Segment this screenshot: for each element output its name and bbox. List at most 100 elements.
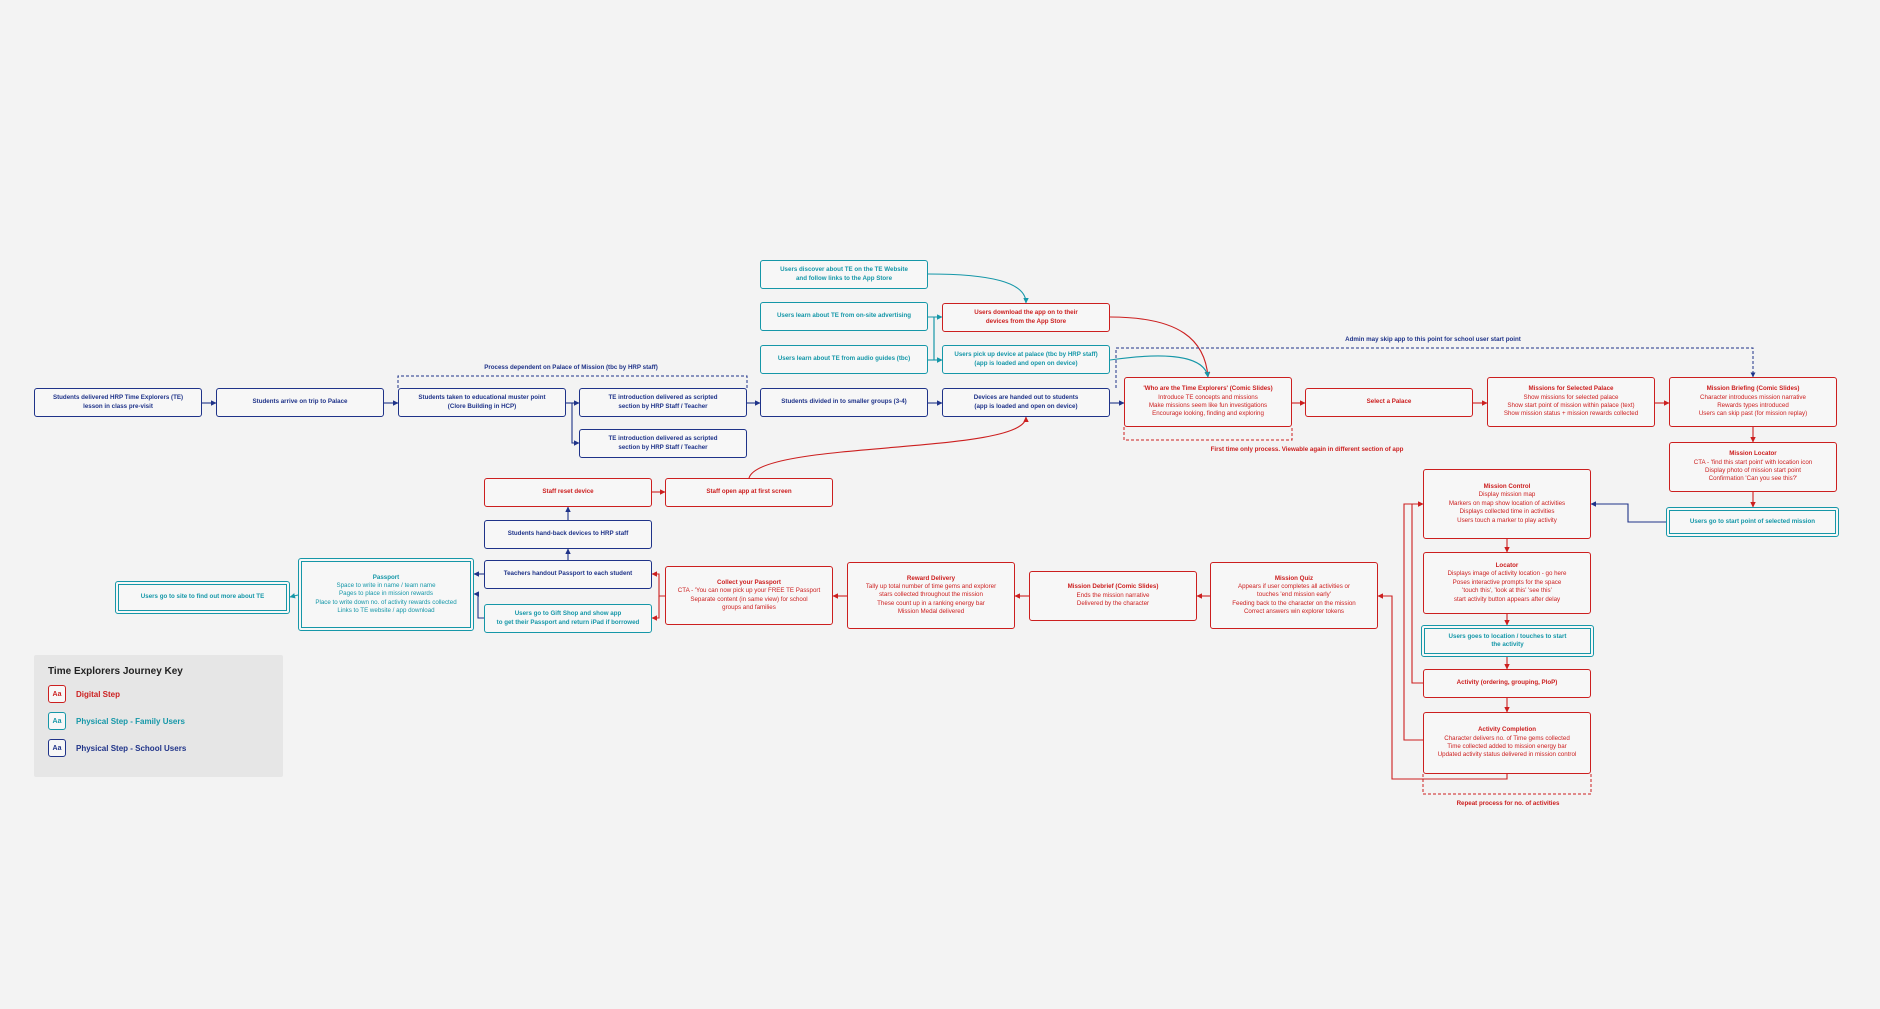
step-n2: Students arrive on trip to Palace (216, 388, 384, 417)
step-line: Space to write in name / team name (336, 581, 436, 589)
key-item-family: Aa Physical Step - Family Users (48, 712, 185, 730)
step-line: Rewards types introduced (1717, 402, 1789, 409)
step-line: Separate content (in same view) for scho… (690, 595, 808, 603)
step-title: Mission Quiz (1274, 574, 1314, 582)
step-line: Pages to place in mission rewards (339, 590, 433, 598)
step-line: Correct answers win explorer tokens (1243, 608, 1345, 616)
step-line: start activity button appears after dela… (1453, 595, 1561, 603)
key-item-school: Aa Physical Step - School Users (48, 739, 186, 757)
step-line: Users learn about TE from on-site advert… (776, 312, 912, 320)
step-line: Show missions for selected palace (1523, 393, 1619, 401)
step-f4: Users pick up device at palace (tbc by H… (942, 345, 1110, 374)
step-line: Feeding back to the character on the mis… (1232, 599, 1356, 607)
key-swatch-digital: Aa (48, 685, 66, 703)
step-line: (Clore Building in HCP) (447, 402, 517, 410)
step-f5: Users go to start point of selected miss… (1666, 507, 1839, 537)
step-title: Activity Completion (1477, 726, 1537, 734)
step-title: Mission Locator (1729, 450, 1777, 458)
step-line: Staff open app at first screen (706, 488, 792, 496)
step-line: Students arrive on trip to Palace (252, 398, 348, 406)
key-swatch-school: Aa (48, 739, 66, 757)
step-line: Students taken to educational muster poi… (418, 394, 546, 402)
step-line: Character delivers no. of Time gems coll… (1444, 734, 1570, 742)
step-line: Delivered by the character (1076, 600, 1150, 608)
step-line: Students divided in to smaller groups (3… (781, 398, 907, 406)
step-line: (app is loaded and open on device) (974, 359, 1078, 367)
step-line: Show mission status + mission rewards co… (1503, 410, 1639, 418)
step-line: Devices are handed out to students (973, 394, 1079, 402)
step-f3: Users learn about TE from audio guides (… (760, 345, 928, 374)
step-line: Ends the mission narrative (1076, 591, 1150, 599)
step-line: Users discover about TE on the TE Websit… (780, 266, 908, 274)
step-d15: Staff reset device (484, 478, 652, 507)
step-line: Display mission map (1478, 491, 1536, 499)
step-line: Encourage looking, finding and exploring (1152, 410, 1264, 418)
annotation-a4: Repeat process for no. of activities (1456, 800, 1560, 807)
connector-36 (748, 416, 1029, 479)
step-d9: Activity (ordering, grouping, PloP) (1423, 669, 1591, 698)
step-line: Tally up total number of time gems and e… (865, 582, 997, 590)
bracket-2 (1123, 427, 1293, 441)
step-d12: Mission Debrief (Comic Slides)Ends the m… (1029, 571, 1197, 621)
annotation-a2: Admin may skip app to this point for sch… (1345, 336, 1521, 343)
step-title: Missions for Selected Palace (1528, 385, 1614, 393)
step-line: Users learn about TE from audio guides (… (777, 355, 911, 363)
step-line: Users pick up device at palace (tbc by H… (954, 351, 1098, 359)
step-n6: Students divided in to smaller groups (3… (760, 388, 928, 417)
step-f9: Users go to site to find out more about … (115, 581, 290, 614)
step-line: CTA - 'find this start point' with locat… (1693, 458, 1813, 466)
step-line: Updated activity status delivered in mis… (1437, 751, 1577, 759)
step-title: Reward Delivery (906, 574, 956, 582)
step-line: Select a Palace (1366, 398, 1412, 406)
step-line: to get their Passport and return iPad if… (496, 618, 640, 626)
annotation-a3: First time only process. Viewable again … (1210, 446, 1404, 453)
connector-7 (928, 316, 943, 363)
bracket-3 (1422, 774, 1592, 795)
step-line: Users download the app on to their (974, 309, 1078, 317)
connector-29 (651, 571, 665, 597)
connector-10 (1109, 316, 1211, 378)
connector-32 (473, 591, 484, 619)
step-line: Make missions seem like fun investigatio… (1148, 402, 1268, 409)
step-line: Activity (ordering, grouping, PloP) (1456, 679, 1558, 687)
step-line: Appears if user completes all activities… (1237, 582, 1351, 590)
step-line: TE introduction delivered as scripted (608, 435, 718, 443)
step-s9: Students hand-back devices to HRP staff (484, 520, 652, 549)
step-line: Teachers handout Passport to each studen… (503, 570, 633, 578)
step-line: devices from the App Store (985, 317, 1067, 325)
key-item-digital: Aa Digital Step (48, 685, 120, 703)
connector-18 (1590, 501, 1666, 523)
key-label-digital: Digital Step (76, 689, 121, 699)
step-line: Confirmation 'Can you see this?' (1708, 475, 1798, 483)
step-line: Time collected added to mission energy b… (1447, 743, 1567, 750)
step-line: Introduce TE concepts and missions (1158, 393, 1258, 401)
annotation-a1: Process dependent on Palace of Mission (… (484, 364, 658, 371)
step-line: Users go to start point of selected miss… (1689, 517, 1816, 525)
step-title: Mission Debrief (Comic Slides) (1067, 583, 1159, 591)
step-line: Poses interactive prompts for the space (1452, 578, 1562, 586)
journey-key: Time Explorers Journey Key Aa Digital St… (34, 655, 283, 777)
step-line: section by HRP Staff / Teacher (618, 443, 708, 451)
step-line: stars collected throughout the mission (879, 591, 983, 599)
step-n3: Students taken to educational muster poi… (398, 388, 566, 417)
step-line: Users goes to location / touches to star… (1448, 632, 1567, 640)
step-line: touches 'end mission early' (1257, 591, 1331, 599)
step-line: section by HRP Staff / Teacher (618, 402, 708, 410)
step-title: Mission Briefing (Comic Slides) (1706, 385, 1800, 393)
step-line: These count up in a ranking energy bar (877, 599, 985, 607)
step-d16: Staff open app at first screen (665, 478, 833, 507)
step-line: Display photo of mission start point (1705, 467, 1801, 474)
step-line: Users can skip past (for mission replay) (1698, 410, 1808, 418)
step-line: Show start point of mission within palac… (1507, 402, 1635, 409)
key-title: Time Explorers Journey Key (48, 666, 183, 677)
step-line: and follow links to the App Store (795, 274, 893, 282)
